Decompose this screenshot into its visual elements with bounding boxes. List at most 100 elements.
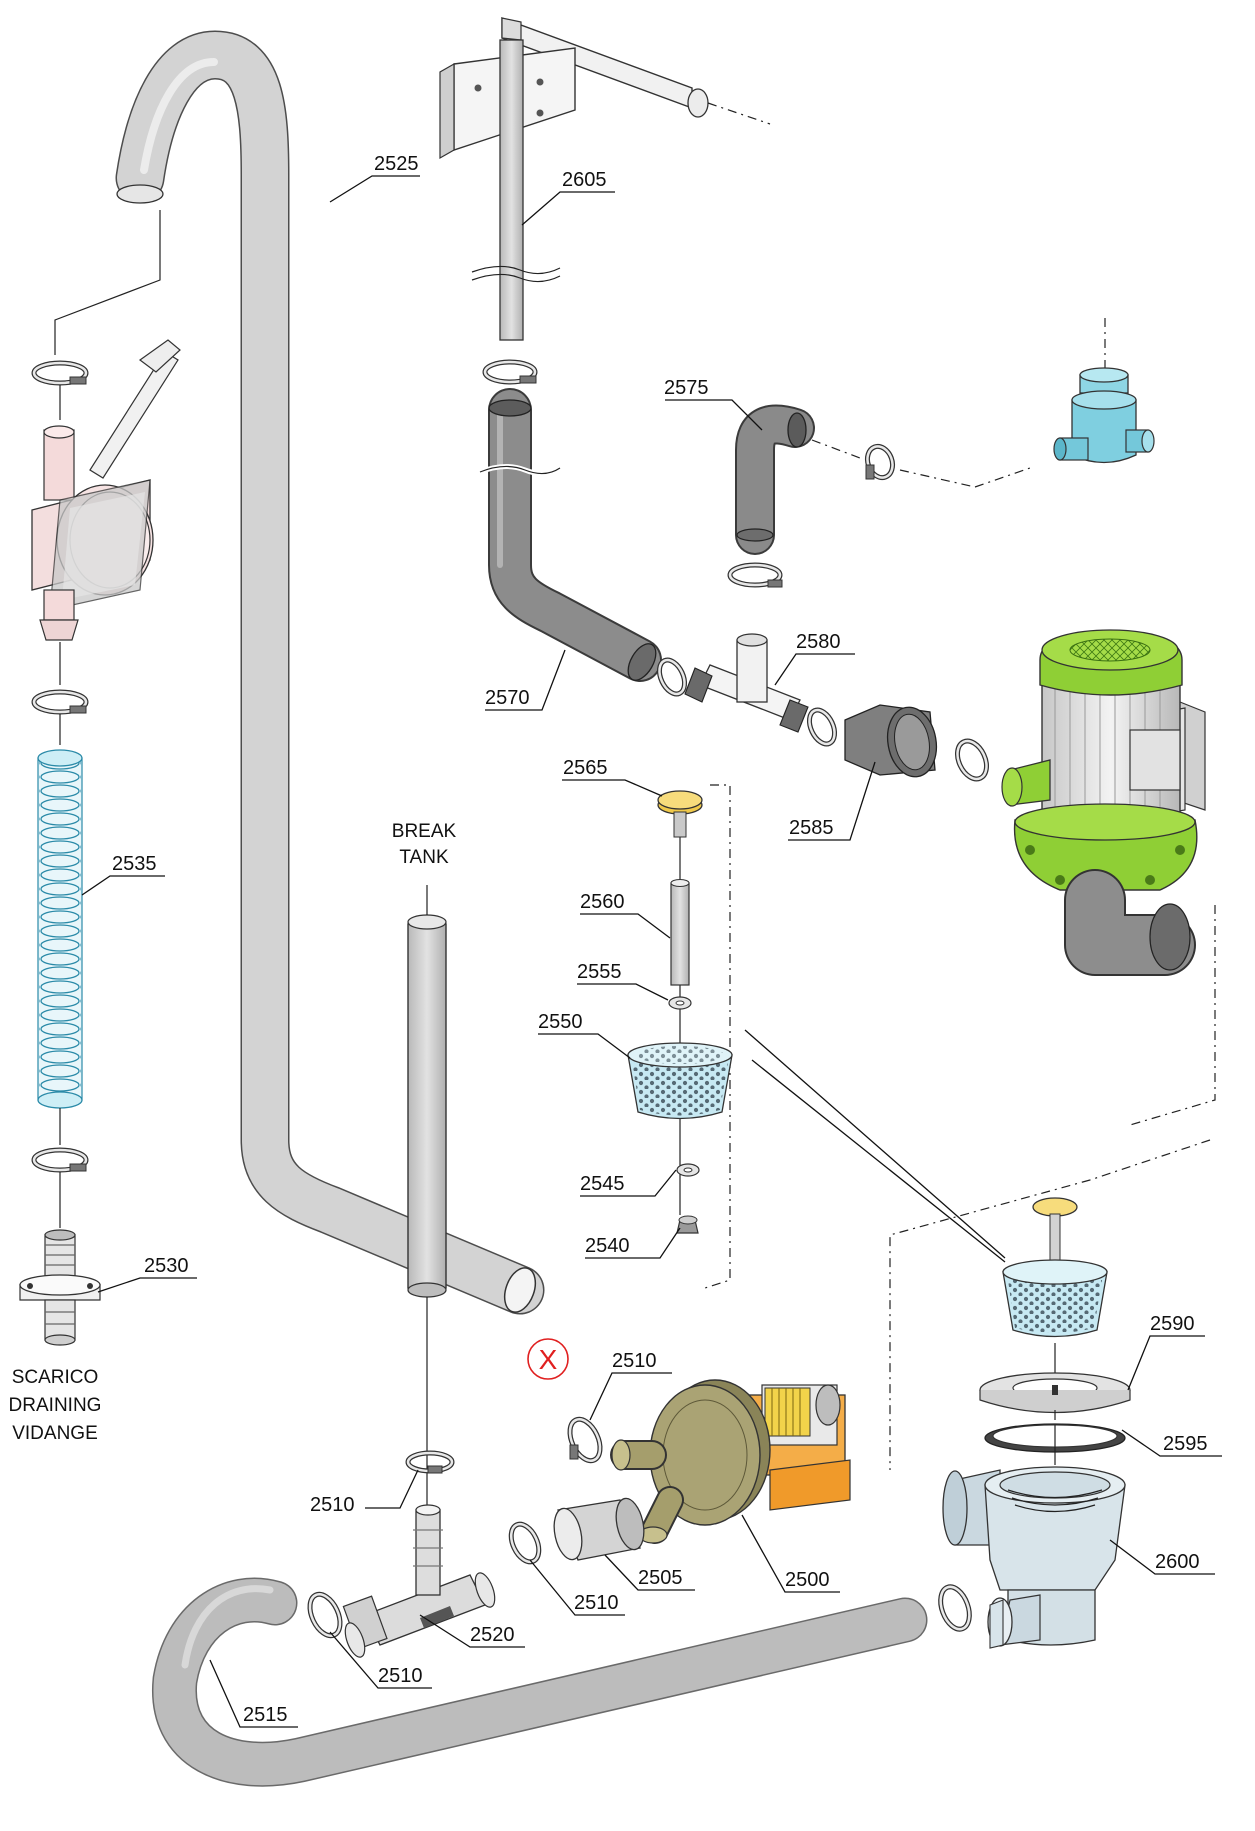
callout-2575: 2575 — [664, 377, 763, 431]
drain-fitting-2530 — [19, 1229, 101, 1346]
callout-2530: 2530 — [97, 1255, 197, 1293]
left-valve-column — [19, 210, 181, 1346]
clamp-top-2605 — [482, 359, 538, 385]
callout-2515-text: 2515 — [243, 1704, 288, 1726]
callout-2535: 2535 — [81, 853, 165, 896]
drain-assembly — [942, 1197, 1131, 1649]
svg-text:2545: 2545 — [580, 1173, 625, 1195]
callout-2565: 2565 — [562, 757, 663, 797]
callout-2510-a: 2510 — [589, 1350, 672, 1421]
washer-2555 — [668, 996, 692, 1010]
clamp-left-2 — [31, 689, 89, 715]
svg-text:TANK: TANK — [399, 847, 449, 868]
spiral-hose-2535 — [37, 749, 83, 1109]
knob-2565 — [657, 790, 703, 838]
callout-2510-c: 2510 — [529, 1559, 625, 1616]
clamp-2510-tee-top — [405, 1450, 455, 1474]
callout-2540: 2540 — [585, 1227, 681, 1259]
svg-text:2555: 2555 — [577, 961, 622, 983]
svg-text:2570: 2570 — [485, 687, 530, 709]
svg-text:SCARICO: SCARICO — [12, 1367, 99, 1388]
callout-2605: 2605 — [521, 169, 615, 226]
callout-2500: 2500 — [741, 1514, 840, 1593]
drain-pump-2500 — [610, 1379, 851, 1544]
air-valve — [31, 339, 181, 641]
clamp-2585-motor — [954, 738, 990, 782]
svg-text:DRAINING: DRAINING — [9, 1395, 102, 1416]
svg-text:X: X — [539, 1344, 558, 1375]
svg-text:2505: 2505 — [638, 1567, 683, 1589]
pipe-2570 — [479, 388, 662, 682]
clamp-2570-2580 — [656, 657, 688, 697]
callout-2585: 2585 — [788, 761, 876, 841]
drain-label: SCARICO DRAINING VIDANGE — [9, 1367, 102, 1444]
svg-text:BREAK: BREAK — [392, 821, 457, 842]
assembled-basket — [1002, 1197, 1108, 1375]
svg-text:2535: 2535 — [112, 853, 157, 875]
sleeve-2505 — [553, 1497, 645, 1561]
svg-text:2530: 2530 — [144, 1255, 189, 1277]
svg-text:2520: 2520 — [470, 1624, 515, 1646]
svg-text:2550: 2550 — [538, 1011, 583, 1033]
svg-text:2510: 2510 — [612, 1350, 657, 1372]
washer-2545 — [676, 1163, 700, 1177]
tube-2560 — [670, 879, 690, 986]
hose-2515 — [152, 1577, 928, 1787]
break-tank-pipe — [407, 885, 447, 1560]
tee-2580 — [684, 562, 809, 733]
callout-2545: 2545 — [580, 1169, 677, 1197]
elbow-2575 — [735, 404, 1031, 555]
svg-text:2600: 2600 — [1155, 1551, 1200, 1573]
clamp-2510-pump-inlet — [567, 1416, 603, 1464]
svg-text:2595: 2595 — [1163, 1433, 1208, 1455]
svg-text:2605: 2605 — [562, 169, 607, 191]
svg-text:2575: 2575 — [664, 377, 709, 399]
svg-text:2590: 2590 — [1150, 1313, 1195, 1335]
callout-2505: 2505 — [604, 1554, 695, 1591]
clamp-2510-hose — [307, 1591, 343, 1639]
svg-text:2540: 2540 — [585, 1235, 630, 1257]
exclusion-mark: X — [527, 1338, 569, 1380]
clamp-2575 — [864, 443, 896, 481]
clamp-2580-2585 — [806, 707, 838, 747]
callout-2555: 2555 — [577, 961, 669, 1001]
svg-text:2525: 2525 — [374, 153, 419, 175]
svg-text:VIDANGE: VIDANGE — [12, 1423, 98, 1444]
drain-body-2600 — [942, 1466, 1126, 1649]
callout-2570: 2570 — [485, 649, 566, 711]
cyan-fitting — [1053, 318, 1155, 464]
filter-stack — [627, 790, 1006, 1263]
callout-2515 — [209, 1659, 298, 1728]
svg-text:2560: 2560 — [580, 891, 625, 913]
clamp-2510-sleeve — [508, 1521, 542, 1565]
callout-2520: 2520 — [419, 1614, 525, 1648]
callout-2560: 2560 — [580, 891, 671, 939]
svg-text:2500: 2500 — [785, 1569, 830, 1591]
clamp-left-1 — [31, 360, 89, 386]
tee-2520 — [342, 1504, 496, 1658]
nut-2540 — [676, 1215, 699, 1234]
break-tank-label: BREAK TANK — [392, 821, 457, 868]
callout-2510-b: 2510 — [310, 1469, 419, 1516]
svg-text:2510: 2510 — [574, 1592, 619, 1614]
callout-2510-d: 2510 — [329, 1631, 432, 1689]
basket-2550 — [627, 1042, 733, 1120]
clamp-2600-2515 — [938, 1584, 972, 1632]
reducer-2585 — [844, 704, 938, 778]
svg-text:2585: 2585 — [789, 817, 834, 839]
callout-2590: 2590 — [1127, 1313, 1205, 1391]
svg-text:2580: 2580 — [796, 631, 841, 653]
callout-2550: 2550 — [538, 1011, 631, 1059]
housing-outline — [704, 784, 1216, 1470]
svg-text:2510: 2510 — [310, 1494, 355, 1516]
gasket-2595 — [984, 1423, 1126, 1465]
motor-pump — [1001, 629, 1206, 976]
svg-text:2510: 2510 — [378, 1665, 423, 1687]
hose-2525 — [115, 30, 545, 1315]
callout-2580: 2580 — [774, 631, 855, 686]
flange-2590 — [979, 1372, 1131, 1420]
callout-2525: 2525 — [329, 153, 420, 203]
bracket-rod-2605 — [439, 16, 771, 341]
svg-text:2565: 2565 — [563, 757, 608, 779]
